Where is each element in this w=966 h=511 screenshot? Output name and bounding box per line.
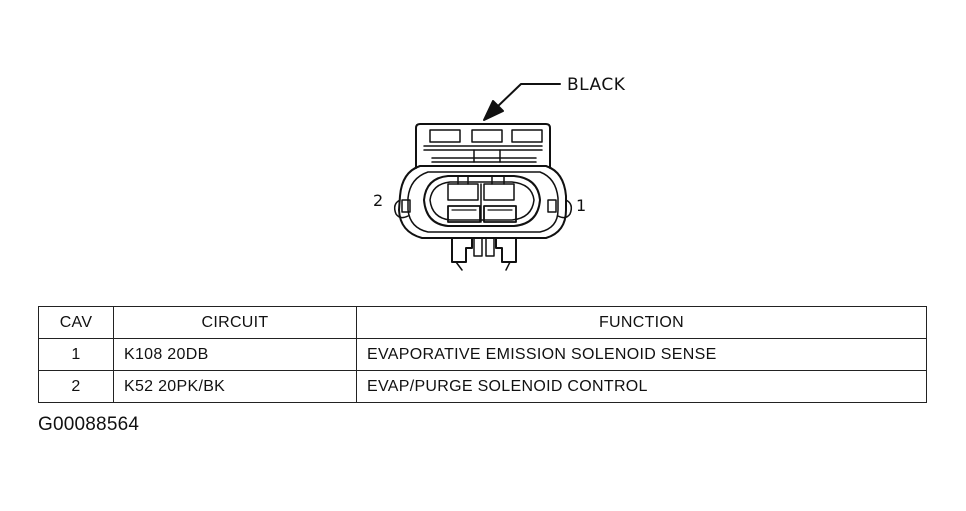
pinout-table: CAV CIRCUIT FUNCTION 1 K108 20DB EVAPORA… <box>38 306 927 403</box>
cell-cav: 1 <box>38 338 114 371</box>
table-header-row: CAV CIRCUIT FUNCTION <box>38 306 927 339</box>
connector-top-housing <box>415 123 551 169</box>
callout-leader-line <box>495 83 561 109</box>
table-row: 1 K108 20DB EVAPORATIVE EMISSION SOLENOI… <box>38 338 927 371</box>
pin-2-label: 2 <box>373 191 383 210</box>
connector-mating-face <box>423 175 541 227</box>
figure-id: G00088564 <box>38 414 140 435</box>
connector-drawing: BLACK 2 1 <box>373 75 626 271</box>
callout-arrowhead <box>483 100 504 121</box>
header-circuit: CIRCUIT <box>113 306 357 339</box>
pin-1-label: 1 <box>576 196 586 215</box>
terminal-cavity-1 <box>483 205 517 223</box>
cell-circuit: K108 20DB <box>113 338 357 371</box>
cell-cav: 2 <box>38 370 114 403</box>
cell-function: EVAPORATIVE EMISSION SOLENOID SENSE <box>356 338 927 371</box>
cell-circuit: K52 20PK/BK <box>113 370 357 403</box>
header-cav: CAV <box>38 306 114 339</box>
terminal-cavity-upper-right <box>483 183 515 201</box>
table-row: 2 K52 20PK/BK EVAP/PURGE SOLENOID CONTRO… <box>38 370 927 403</box>
connector-bottom-tabs <box>451 237 473 263</box>
connector-outer-shell <box>398 165 567 239</box>
cell-function: EVAP/PURGE SOLENOID CONTROL <box>356 370 927 403</box>
terminal-cavity-2 <box>447 205 481 223</box>
header-function: FUNCTION <box>356 306 927 339</box>
terminal-cavity-upper-left <box>447 183 479 201</box>
callout-label: BLACK <box>567 75 626 95</box>
connector-diagram: BLACK 2 1 <box>373 75 626 271</box>
